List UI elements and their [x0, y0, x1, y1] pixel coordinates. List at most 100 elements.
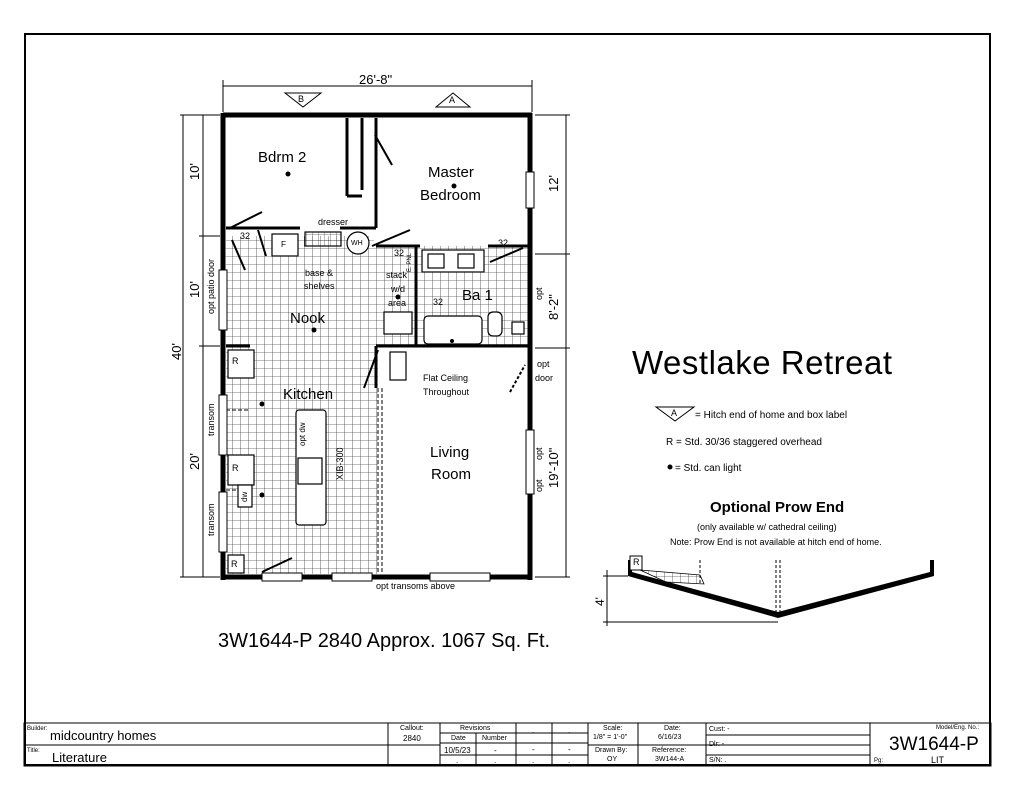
note-32-c: 32: [498, 238, 509, 248]
note-stack-1: stack: [386, 270, 408, 280]
note-opt-patio-door: opt patio door: [206, 258, 216, 314]
plan-caption: 3W1644-P 2840 Approx. 1067 Sq. Ft.: [218, 630, 551, 652]
overall-length-dim: 40': [169, 343, 184, 360]
note-flat-ceiling-1: Flat Ceiling: [423, 373, 469, 383]
tb-revisions-label: Revisions: [460, 725, 491, 732]
note-base-2: shelves: [304, 281, 335, 291]
note-stack-3: area: [388, 298, 407, 308]
tb-callout: 2840: [403, 734, 421, 743]
note-32-a: 32: [240, 231, 251, 241]
note-dresser: dresser: [318, 217, 349, 227]
legend-r-text: R = Std. 30/36 staggered overhead: [666, 437, 822, 448]
tb-model: 3W1644-P: [889, 734, 979, 755]
dim-right-3: 19'-10": [546, 447, 561, 488]
tb-rev-date: 10/5/23: [444, 746, 471, 755]
overall-width-dim: 26'-8": [359, 72, 393, 87]
note-opt-dw: opt dw: [298, 422, 307, 446]
note-opt-door-2: door: [535, 373, 554, 383]
room-nook: Nook: [290, 310, 326, 327]
note-r-1: R: [232, 356, 239, 366]
tb-builder: midcountry homes: [50, 728, 157, 743]
water-heater: [346, 231, 370, 255]
title-block-grid: [23, 722, 992, 767]
tb-ref: 3W144-A: [655, 756, 685, 763]
dim-left-2: 10': [187, 281, 202, 298]
legend-hitch-text: = Hitch end of home and box label: [695, 410, 848, 421]
tb-scale: 1/8" = 1'-0": [593, 734, 628, 741]
room-bath: Ba 1: [462, 287, 493, 304]
note-opt-door-1: opt: [537, 359, 550, 369]
note-wh: WH: [351, 240, 363, 247]
legend-light-text: = Std. can light: [675, 463, 742, 474]
note-opt-right-top: opt: [534, 287, 544, 300]
dimension-lines: [180, 80, 570, 578]
room-living-2: Room: [431, 466, 472, 483]
prow-end-drawing: [603, 555, 934, 626]
note-opt-transoms: opt transoms above: [376, 581, 456, 591]
tb-dot-3: .: [456, 756, 459, 765]
prow-note-2: Note: Prow End is not available at hitch…: [670, 537, 882, 547]
fixtures: [227, 231, 525, 574]
legend-hitch-letter: A: [671, 408, 678, 418]
door-swings: [229, 134, 526, 573]
note-el-pnl: E. PNL: [407, 252, 413, 272]
room-master-1: Master: [428, 164, 474, 181]
tb-cust: Cust: -: [709, 726, 730, 733]
note-r-3: R: [231, 559, 238, 569]
note-opt-right-1: opt: [534, 447, 544, 460]
plan-title: Westlake Retreat: [632, 344, 893, 381]
hitch-markers: [283, 92, 472, 108]
note-transom-2: transom: [206, 503, 216, 536]
dim-left-1: 10': [187, 163, 202, 180]
tb-pg: LIT: [931, 755, 945, 765]
tb-model-label: Model/Eng. No.:: [936, 725, 980, 731]
furnace: [271, 233, 299, 257]
room-bdrm2: Bdrm 2: [258, 149, 307, 166]
tb-date-label: Date: [451, 735, 466, 742]
hitch-label-b: B: [298, 94, 305, 104]
room-master-2: Bedroom: [420, 187, 481, 204]
prow-note-1: (only available w/ cathedral ceiling): [697, 522, 837, 532]
tb-title-label: Title:: [27, 748, 40, 754]
note-transom-1: transom: [206, 403, 216, 436]
prow-dim: 4': [593, 597, 607, 606]
dim-right-1: 12': [546, 175, 561, 192]
note-dw: dw: [240, 491, 249, 502]
note-flat-ceiling-2: Throughout: [423, 387, 470, 397]
room-kitchen: Kitchen: [283, 386, 334, 403]
tb-dot-2: .: [568, 726, 571, 735]
nook-tile-floor: [226, 236, 374, 346]
hitch-label-a: A: [449, 95, 456, 105]
dim-right-2: 8'-2": [546, 294, 561, 320]
tb-sn: S/N: .: [709, 757, 727, 764]
tb-drawn: OY: [607, 756, 618, 763]
tb-drawn-label: Drawn By:: [595, 747, 628, 754]
tb-dlr: Dlr: -: [709, 741, 725, 748]
legend-hitch-symbol: [654, 406, 696, 422]
tb-dot-5: .: [532, 756, 535, 765]
note-xib: XIB-300: [335, 447, 345, 480]
prow-r: R: [633, 557, 640, 567]
tb-pg-label: Pg:: [874, 758, 884, 764]
tb-title: Literature: [52, 750, 107, 765]
drawing-frame: [24, 33, 991, 766]
note-32-d: 32: [433, 297, 444, 307]
note-furnace: F: [281, 240, 286, 249]
note-base-1: base &: [305, 268, 334, 278]
tb-dash-1: -: [532, 745, 535, 754]
tb-dot-6: .: [568, 756, 571, 765]
tb-scale-label: Scale:: [603, 725, 623, 732]
note-opt-right-2: opt: [534, 479, 544, 492]
room-living-1: Living: [430, 444, 470, 461]
note-r-2: R: [232, 463, 239, 473]
tb-ref-label: Reference:: [652, 747, 687, 754]
tb-dash-2: -: [568, 745, 571, 754]
tb-callout-label: Callout:: [400, 725, 424, 732]
tb-date2-label: Date:: [664, 725, 681, 732]
prow-heading: Optional Prow End: [710, 499, 845, 516]
tb-builder-label: Builder:: [27, 726, 48, 732]
tb-dot-4: .: [494, 756, 497, 765]
dim-left-3: 20': [187, 453, 202, 470]
note-32-b: 32: [394, 248, 405, 258]
